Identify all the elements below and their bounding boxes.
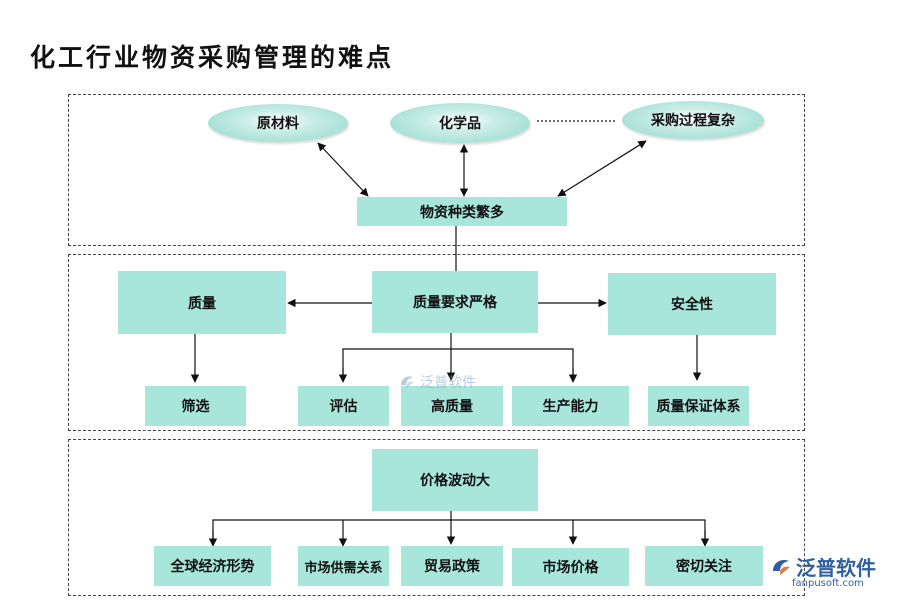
node-capacity: 生产能力 <box>512 386 629 426</box>
page-title: 化工行业物资采购管理的难点 <box>30 43 395 72</box>
logo-icon <box>401 376 414 388</box>
watermark-url: fanpusoft.com <box>792 578 864 589</box>
section-quality <box>68 254 805 431</box>
node-safety: 安全性 <box>608 273 776 335</box>
node-screening: 筛选 <box>145 386 246 426</box>
node-high-quality: 高质量 <box>401 386 503 426</box>
watermark-brand: 泛普软件 <box>796 556 876 580</box>
branch-bar-quality <box>342 348 574 380</box>
node-raw-materials: 原材料 <box>208 104 348 142</box>
branch-bar-price <box>212 519 706 540</box>
node-supply-demand: 市场供需关系 <box>298 546 389 586</box>
arrow-complex-process <box>557 140 647 197</box>
watermark-corner: 泛普软件 fanpusoft.com <box>770 552 876 589</box>
node-qa-system: 质量保证体系 <box>648 386 749 426</box>
node-many-types: 物资种类繁多 <box>357 197 567 226</box>
node-chemicals: 化学品 <box>390 103 530 143</box>
watermark-center: 泛普软件 <box>398 372 476 392</box>
node-market-price: 市场价格 <box>512 548 629 586</box>
watermark-center-brand: 泛普软件 <box>420 375 476 391</box>
node-strict-quality: 质量要求严格 <box>372 271 538 333</box>
node-close-attention: 密切关注 <box>645 546 763 586</box>
node-complex-process: 采购过程复杂 <box>622 101 764 139</box>
arrow-raw-materials <box>317 142 369 197</box>
section-price <box>68 439 805 596</box>
node-price-fluctuation: 价格波动大 <box>372 449 538 511</box>
node-global-economy: 全球经济形势 <box>154 546 271 586</box>
section-material-types <box>68 94 805 246</box>
node-evaluation: 评估 <box>298 386 389 426</box>
node-trade-policy: 贸易政策 <box>401 546 503 586</box>
node-quality: 质量 <box>118 271 286 334</box>
logo-icon <box>773 559 790 575</box>
